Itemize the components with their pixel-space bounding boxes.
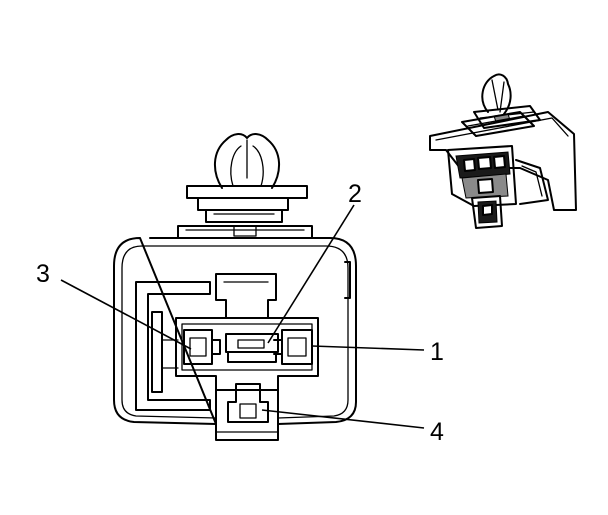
retainer-clip [186, 133, 308, 223]
terminal-1-cavity [281, 329, 313, 365]
terminal-2-cavity [225, 333, 279, 353]
connector-housing [113, 237, 357, 425]
terminal-4-cavity [227, 383, 269, 423]
terminal-3-cavity [183, 329, 213, 365]
connector-face-view: 3 2 1 4 [36, 133, 444, 446]
callout-2: 2 [348, 180, 362, 208]
leader-line-2 [267, 204, 355, 344]
leader-line-1 [311, 345, 425, 351]
leader-line-4 [261, 409, 425, 429]
callout-3: 3 [36, 260, 50, 288]
housing-top-tab [177, 225, 313, 239]
callout-1: 1 [430, 338, 444, 366]
upper-key [215, 273, 277, 319]
callout-4: 4 [430, 418, 444, 446]
left-latch [135, 281, 211, 411]
lower-extension [215, 383, 279, 441]
connector-isometric-view [429, 73, 577, 229]
leader-line-3 [60, 279, 192, 350]
